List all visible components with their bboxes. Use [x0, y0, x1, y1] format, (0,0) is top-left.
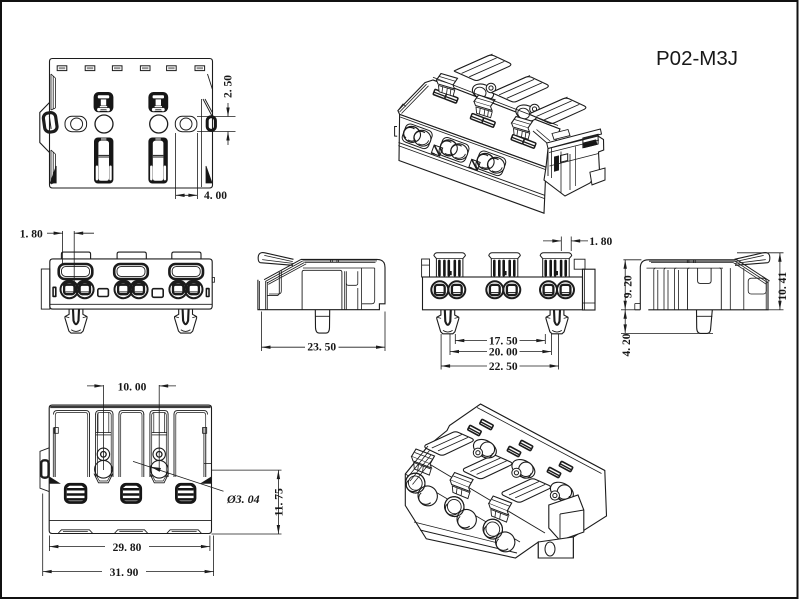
svg-text:1. 80: 1. 80 [20, 228, 43, 240]
svg-text:4. 00: 4. 00 [204, 190, 227, 202]
svg-text:10. 41: 10. 41 [777, 272, 789, 301]
svg-text:20. 00: 20. 00 [489, 347, 518, 359]
svg-text:17. 50: 17. 50 [489, 336, 518, 348]
svg-text:P02-M3J: P02-M3J [656, 47, 738, 70]
svg-text:9. 20: 9. 20 [623, 275, 635, 298]
svg-text:23. 50: 23. 50 [307, 341, 336, 353]
svg-text:4. 20: 4. 20 [621, 333, 633, 356]
svg-text:22. 50: 22. 50 [489, 361, 518, 373]
svg-text:1. 80: 1. 80 [589, 236, 612, 248]
svg-text:31. 90: 31. 90 [110, 567, 139, 579]
svg-text:11. 75: 11. 75 [273, 488, 285, 516]
svg-text:10. 00: 10. 00 [118, 381, 147, 393]
svg-text:Ø3. 04: Ø3. 04 [226, 492, 260, 506]
svg-text:2. 50: 2. 50 [223, 75, 235, 98]
svg-text:29. 80: 29. 80 [113, 542, 142, 554]
